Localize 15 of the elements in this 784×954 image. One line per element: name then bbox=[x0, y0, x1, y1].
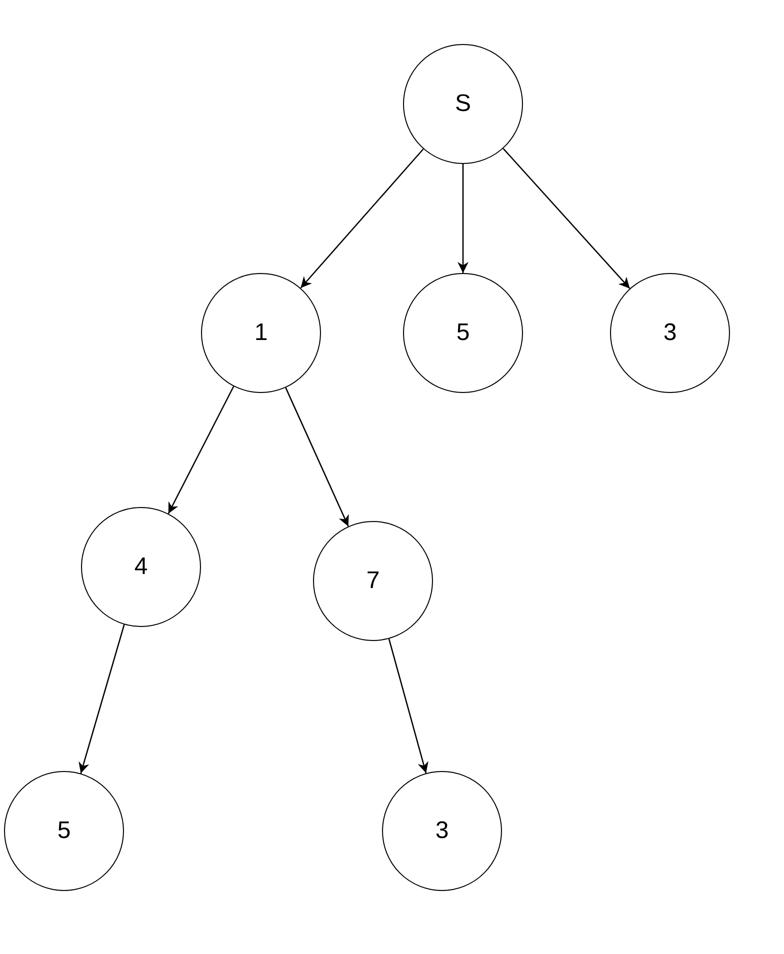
node-label: 5 bbox=[456, 319, 470, 347]
arrow bbox=[78, 624, 125, 774]
node-label: 7 bbox=[366, 567, 380, 595]
node-label: 4 bbox=[134, 553, 148, 581]
arrow bbox=[168, 386, 234, 514]
arrow bbox=[285, 387, 349, 527]
node-label: 3 bbox=[435, 817, 449, 845]
node-label: 5 bbox=[57, 817, 71, 845]
node-label: S bbox=[454, 90, 471, 118]
arrow bbox=[458, 164, 468, 273]
node-label: 3 bbox=[663, 319, 677, 347]
arrow bbox=[388, 638, 428, 774]
node-label: 1 bbox=[254, 319, 268, 347]
arrow bbox=[502, 148, 630, 289]
arrow bbox=[300, 148, 424, 288]
